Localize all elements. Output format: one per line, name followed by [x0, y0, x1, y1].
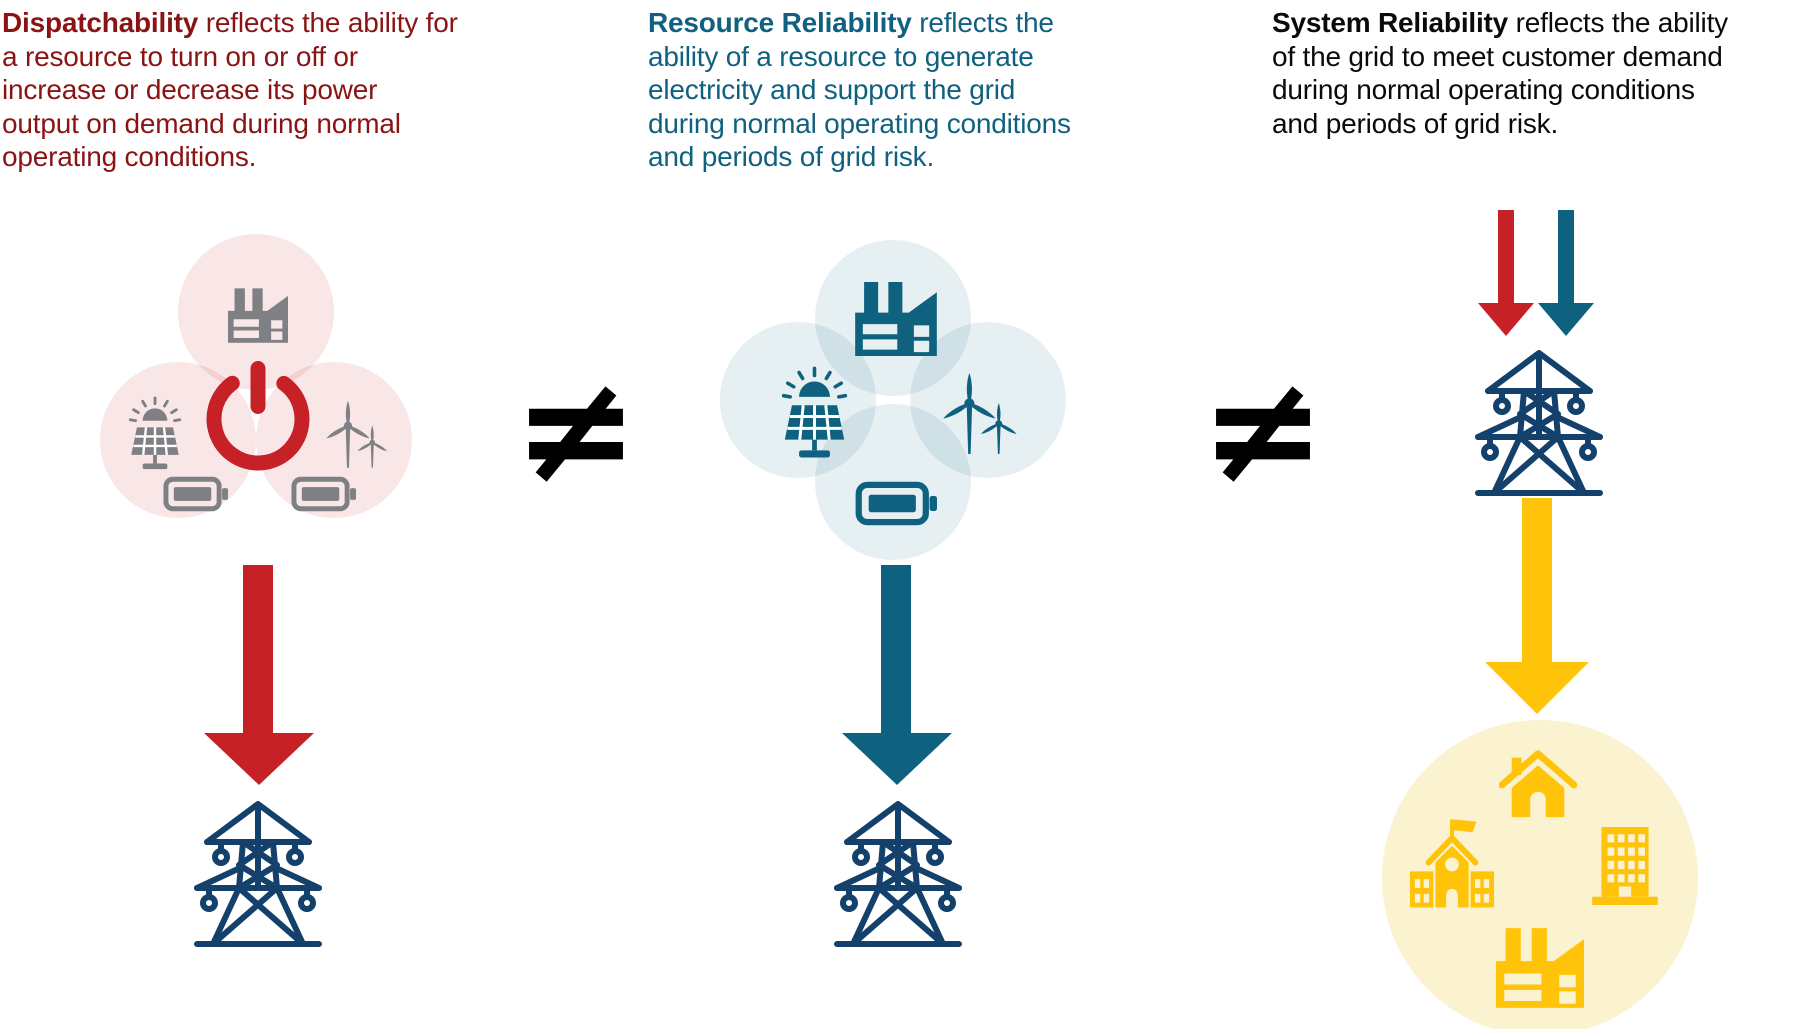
arrow-shaft [1522, 498, 1552, 663]
solar-panel-icon [781, 366, 848, 461]
transmission-tower-icon [1464, 347, 1614, 497]
definition-text: reflects the [911, 7, 1054, 38]
battery-icon [163, 476, 228, 512]
factory-icon [855, 282, 937, 356]
wind-turbine-icon [322, 398, 389, 468]
venn-circle [720, 322, 876, 478]
not-equal-sign: ≠ [513, 343, 639, 517]
factory-icon [228, 288, 288, 343]
arrow-head [1478, 303, 1534, 336]
arrow-shaft [243, 565, 273, 734]
arrow-head [1538, 303, 1594, 336]
power-button-icon [198, 359, 318, 471]
definition-dispatchability: Dispatchability reflects the ability for… [2, 6, 562, 174]
definition-system-reliability: System Reliability reflects the ability … [1272, 6, 1800, 140]
definition-line: Resource Reliability reflects the [648, 6, 1188, 40]
definition-line: and periods of grid risk. [648, 141, 935, 172]
arrow-head [204, 733, 314, 785]
office-building-icon [1589, 825, 1661, 907]
definition-line: a resource to turn on or off or [2, 40, 358, 72]
battery-icon [291, 476, 356, 512]
term-resource-reliability: Resource Reliability [648, 7, 912, 38]
definition-line: ability of a resource to generate [648, 40, 1034, 72]
transmission-tower-icon [823, 798, 973, 948]
term-dispatchability: Dispatchability [2, 7, 199, 38]
term-system-reliability: System Reliability [1272, 7, 1509, 38]
arrow-shaft [1558, 210, 1574, 304]
house-icon [1499, 744, 1577, 820]
definition-line: of the grid to meet customer demand [1272, 40, 1723, 72]
factory-icon [1496, 928, 1584, 1008]
battery-icon [855, 481, 937, 526]
arrow-head [1485, 662, 1589, 714]
definition-line: System Reliability reflects the ability [1272, 6, 1800, 40]
arrow-head [842, 733, 952, 785]
definition-line: increase or decrease its power [2, 74, 378, 105]
school-icon [1408, 817, 1496, 911]
definition-line: and periods of grid risk. [1272, 107, 1559, 139]
definition-line: operating conditions. [2, 141, 257, 172]
definition-text: reflects the ability for [198, 7, 458, 38]
definition-text: reflects the ability [1508, 7, 1729, 38]
definition-resource-reliability: Resource Reliability reflects the abilit… [648, 6, 1188, 174]
transmission-tower-icon [183, 798, 333, 948]
arrow-shaft [1498, 210, 1514, 304]
definition-line: during normal operating conditions [1272, 74, 1695, 105]
wind-turbine-icon [938, 370, 1019, 454]
definition-line: Dispatchability reflects the ability for [2, 6, 562, 40]
definition-line: output on demand during normal [2, 107, 401, 139]
arrow-shaft [881, 565, 911, 734]
solar-panel-icon [128, 396, 182, 472]
not-equal-sign: ≠ [1200, 343, 1326, 517]
definition-line: during normal operating conditions [648, 107, 1071, 139]
definition-line: electricity and support the grid [648, 74, 1016, 105]
